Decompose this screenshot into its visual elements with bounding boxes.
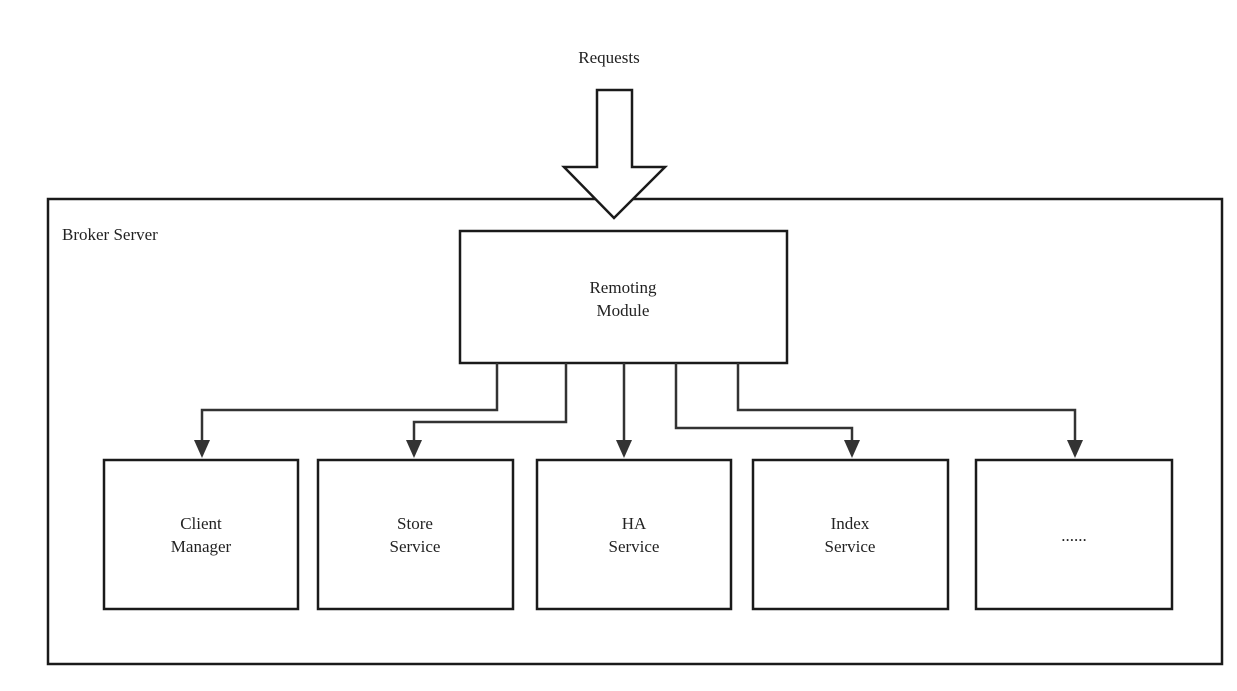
- index-service-box: Index Service: [751, 458, 950, 611]
- client-manager-label-line2: Manager: [171, 537, 232, 556]
- connector-more: [736, 363, 1077, 440]
- requests-arrow: [561, 88, 669, 220]
- index-service-label-line1: Index: [831, 514, 870, 533]
- client-manager-label-line1: Client: [180, 514, 222, 533]
- connector-store-service: [412, 363, 568, 440]
- remoting-module-box: Remoting Module: [458, 229, 789, 365]
- arrowhead-ha-service: [616, 440, 632, 458]
- arrowhead-store-service: [406, 440, 422, 458]
- arrowhead-client-manager: [194, 440, 210, 458]
- arrowhead-index-service: [844, 440, 860, 458]
- ha-service-box: HA Service: [535, 458, 733, 611]
- connector-index-service: [674, 363, 854, 440]
- arrowhead-more: [1067, 440, 1083, 458]
- ha-service-label-line2: Service: [609, 537, 660, 556]
- requests-label: Requests: [578, 48, 639, 67]
- store-service-label-line2: Service: [390, 537, 441, 556]
- connector-client-manager: [200, 363, 499, 440]
- store-service-label-line1: Store: [397, 514, 433, 533]
- more-services-label: ......: [1061, 526, 1087, 545]
- more-services-box: ......: [974, 458, 1174, 611]
- index-service-label-line2: Service: [825, 537, 876, 556]
- ha-service-label-line1: HA: [622, 514, 647, 533]
- broker-server-label: Broker Server: [62, 225, 158, 244]
- remoting-module-label-line2: Module: [597, 301, 650, 320]
- remoting-module-label-line1: Remoting: [589, 278, 657, 297]
- store-service-box: Store Service: [316, 458, 515, 611]
- client-manager-box: Client Manager: [102, 458, 300, 611]
